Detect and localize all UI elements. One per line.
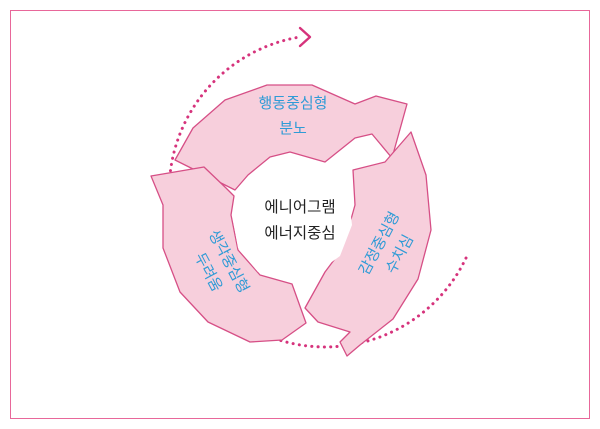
cycle-arrowhead-icon xyxy=(298,26,312,48)
center-title: 에니어그램 xyxy=(264,198,335,216)
segment-behavior-emotion: 분노 xyxy=(279,119,307,137)
center-circle xyxy=(232,158,352,282)
segment-thought xyxy=(150,166,307,343)
segment-behavior-title: 행동중심형 xyxy=(258,94,327,112)
center-subtitle: 에너지중심 xyxy=(264,224,335,242)
frame-border xyxy=(10,10,590,419)
